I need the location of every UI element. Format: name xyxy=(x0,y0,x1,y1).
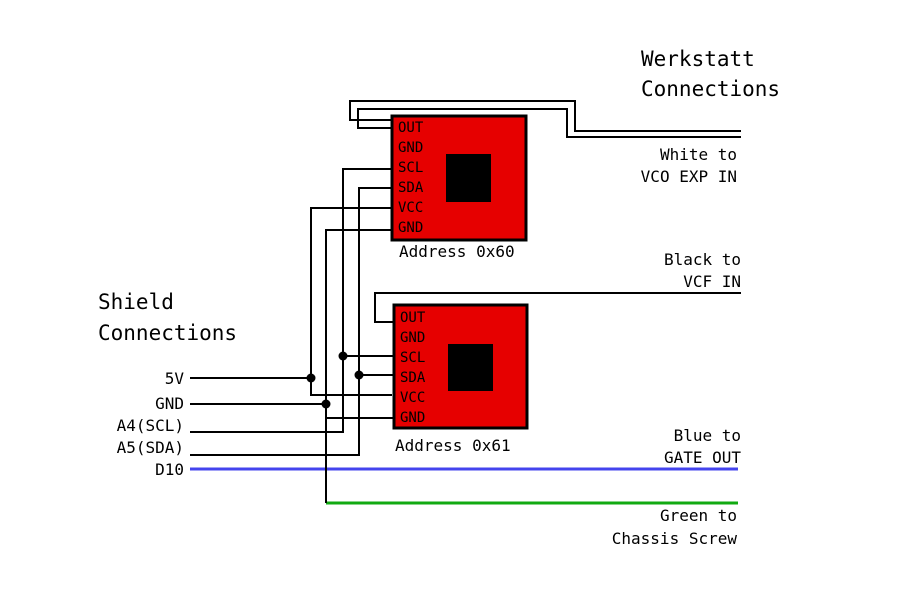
chip1-pin-vcc: VCC xyxy=(398,200,423,216)
chip2-pin-sda: SDA xyxy=(400,370,426,386)
white-cable xyxy=(349,100,741,138)
chip2-pin-scl: SCL xyxy=(400,350,425,366)
chip2-pin-vcc: VCC xyxy=(400,390,425,406)
wire-scl xyxy=(190,168,394,433)
chip2-pin-gnd: GND xyxy=(400,330,425,346)
shield-heading-line2: Connections xyxy=(98,321,237,345)
green-label-line1: Green to xyxy=(660,506,737,525)
chip2-pin-out: OUT xyxy=(400,310,426,326)
chip2-pin-gnd2: GND xyxy=(400,410,425,426)
junction-scl xyxy=(338,351,348,361)
werkstatt-heading-line2: Connections xyxy=(641,77,780,101)
green-label-line2: Chassis Screw xyxy=(612,529,738,548)
blue-label-line1: Blue to xyxy=(674,426,741,445)
chip1-pin-out: OUT xyxy=(398,120,424,136)
white-label-line2: VCO EXP IN xyxy=(641,167,737,186)
black-label-line1: Black to xyxy=(664,250,741,269)
chip2-address: Address 0x61 xyxy=(395,436,511,455)
shield-heading-line1: Shield xyxy=(98,290,174,314)
junction-sda xyxy=(354,370,364,380)
white-label-line1: White to xyxy=(660,145,737,164)
shield-pin-d10: D10 xyxy=(155,460,184,479)
shield-pin-gnd: GND xyxy=(155,394,184,413)
shield-pin-a5: A5(SDA) xyxy=(117,438,184,457)
werkstatt-heading-line1: Werkstatt xyxy=(641,47,755,71)
wire-5v xyxy=(190,207,392,396)
chip-0x61: OUT GND SCL SDA VCC GND Address 0x61 xyxy=(392,303,529,455)
chip1-pin-sda: SDA xyxy=(398,180,424,196)
blue-label-line2: GATE OUT xyxy=(664,448,741,467)
chip-die xyxy=(446,154,491,202)
black-label-line2: VCF IN xyxy=(683,272,741,291)
shield-pin-5v: 5V xyxy=(165,369,185,388)
chip-die xyxy=(448,344,493,391)
black-wire xyxy=(374,292,741,323)
junction-gnd xyxy=(321,399,331,409)
chip1-pin-scl: SCL xyxy=(398,160,423,176)
junction-5v xyxy=(306,373,316,383)
chip1-address: Address 0x60 xyxy=(399,242,515,261)
chip-0x60: OUT GND SCL SDA VCC GND Address 0x60 xyxy=(390,114,528,261)
wire-sda xyxy=(190,187,394,456)
chip1-pin-gnd: GND xyxy=(398,140,423,156)
chip1-pin-gnd2: GND xyxy=(398,220,423,236)
shield-pin-a4: A4(SCL) xyxy=(117,416,184,435)
